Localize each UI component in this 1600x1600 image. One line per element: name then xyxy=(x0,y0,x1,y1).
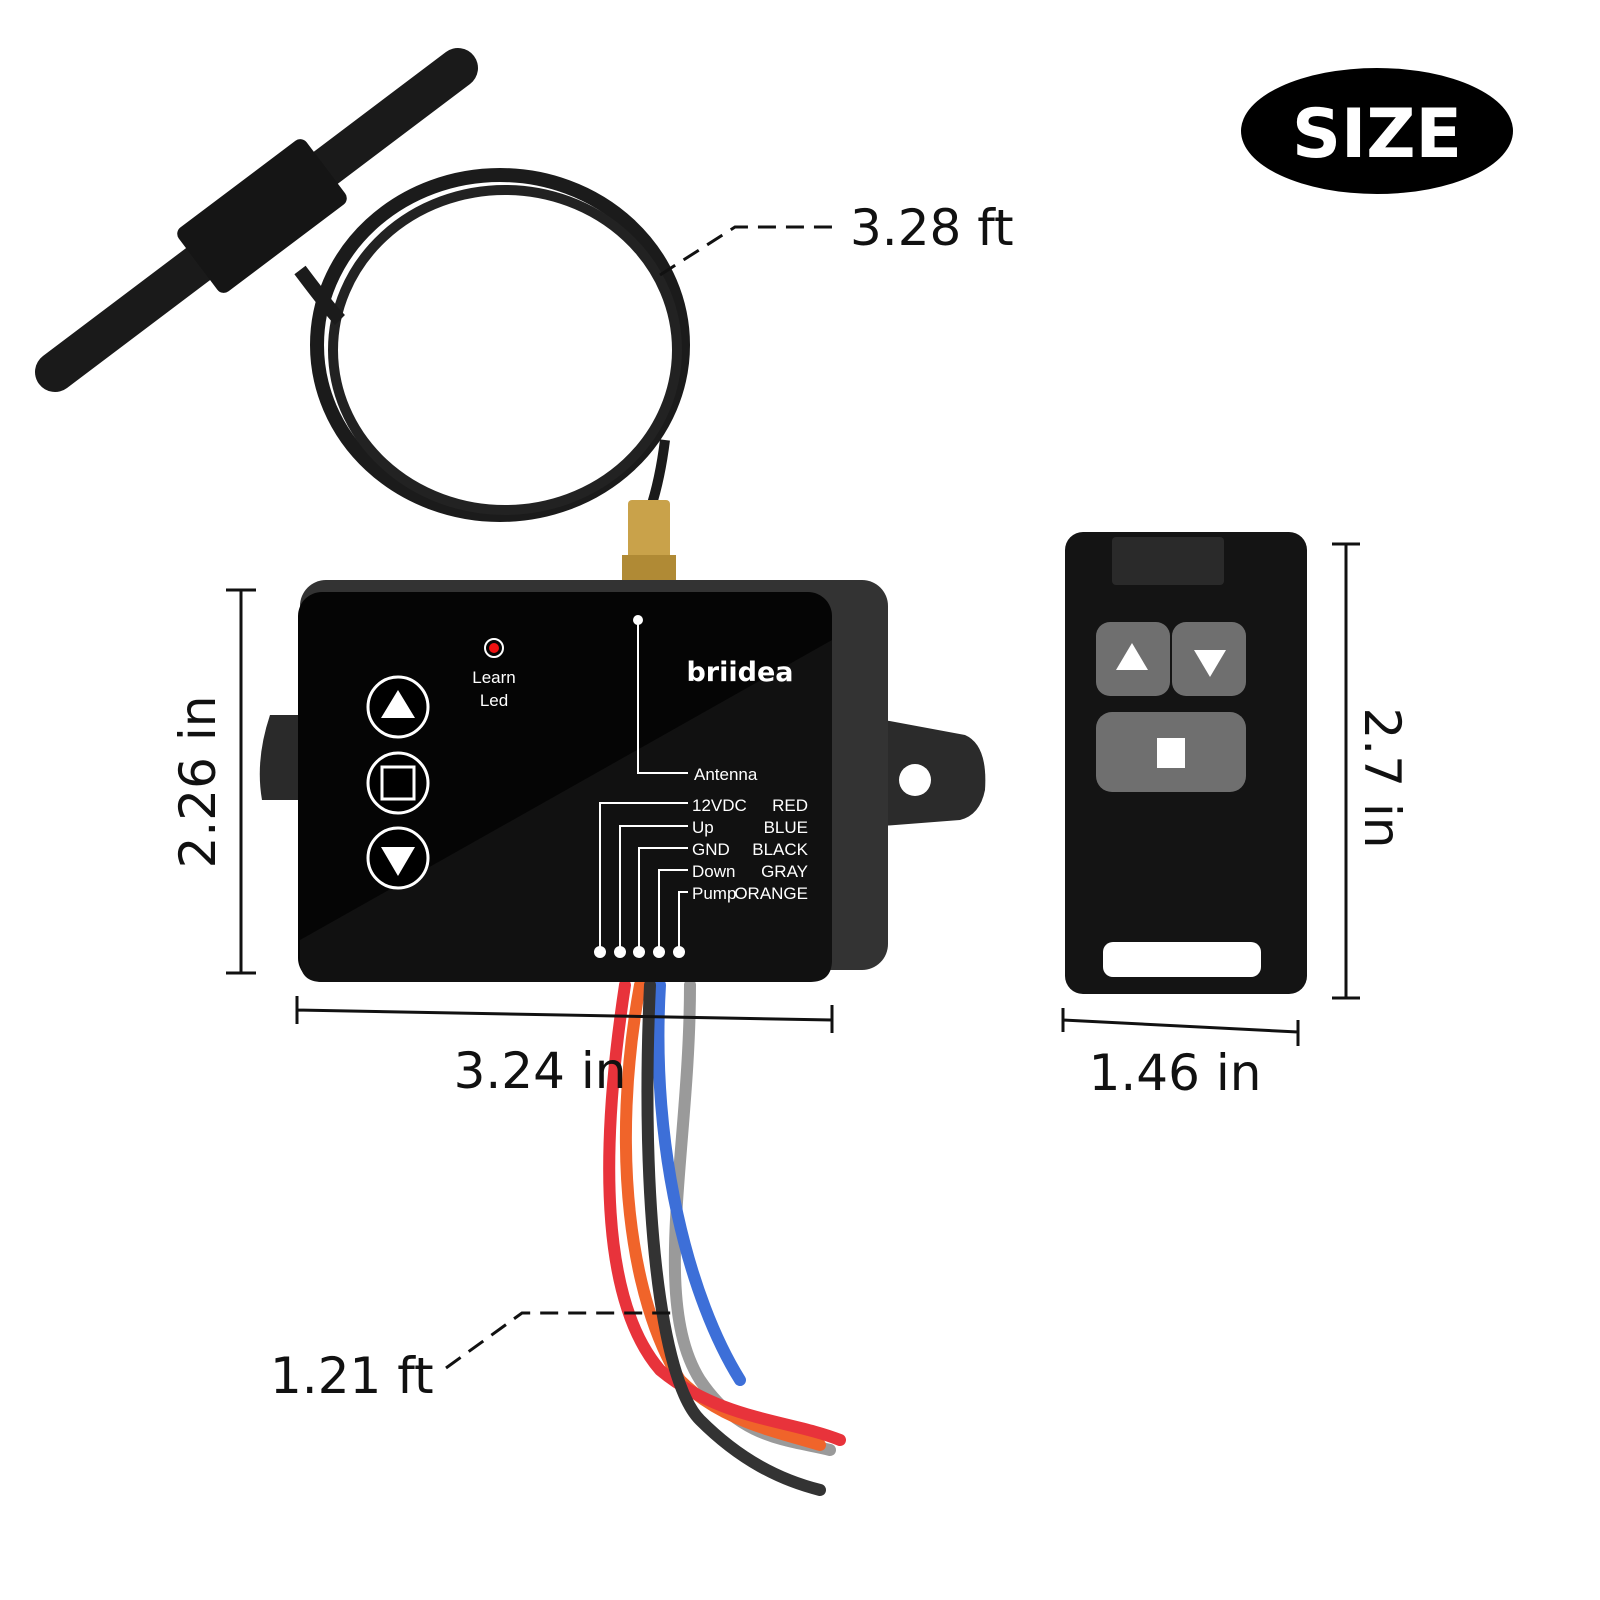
controller-module: Learn Led briidea Antenna 12VDC RED xyxy=(259,580,986,982)
brand-logo: briidea xyxy=(686,657,793,688)
wire-color: ORANGE xyxy=(734,884,808,903)
antenna-label: Antenna xyxy=(694,765,758,784)
up-arrow-icon xyxy=(381,690,415,718)
stop-button[interactable] xyxy=(366,751,430,815)
wire-name: Pump xyxy=(692,884,736,903)
wire-color: BLUE xyxy=(764,818,808,837)
wire-bundle xyxy=(603,979,846,1496)
size-badge-label: SIZE xyxy=(1292,95,1462,174)
learn-led-label: Learn xyxy=(472,668,515,687)
learn-led-label-2: Led xyxy=(480,691,508,710)
wire-length: 1.21 ft xyxy=(270,1347,434,1405)
remote-stop-button[interactable] xyxy=(1096,712,1246,792)
remote-down-button[interactable] xyxy=(1172,622,1246,696)
antenna-icon xyxy=(35,48,690,590)
down-button[interactable] xyxy=(366,826,430,890)
controller-height: 2.26 in xyxy=(169,696,227,869)
remote-height: 2.7 in xyxy=(1353,708,1411,849)
down-arrow-icon xyxy=(1194,650,1226,677)
up-arrow-icon xyxy=(1116,643,1148,670)
stop-square-icon xyxy=(1157,738,1185,768)
wire-legend: 12VDC RED Up BLUE GND BLACK Down GRAY Pu… xyxy=(692,796,809,903)
up-button[interactable] xyxy=(366,675,430,739)
wire-color: BLACK xyxy=(752,840,808,859)
wire-name: 12VDC xyxy=(692,796,747,815)
wire-name: Down xyxy=(692,862,735,881)
remote-width: 1.46 in xyxy=(1089,1044,1262,1102)
wire-color: RED xyxy=(772,796,808,815)
remote-control xyxy=(1065,532,1307,994)
wire-color: GRAY xyxy=(761,862,808,881)
antenna-cable-length: 3.28 ft xyxy=(850,199,1014,257)
wire-name: Up xyxy=(692,818,714,837)
controller-width: 3.24 in xyxy=(454,1042,627,1100)
stop-square-icon xyxy=(380,765,416,801)
wire-name: GND xyxy=(692,840,730,859)
down-arrow-icon xyxy=(381,847,415,876)
size-badge: SIZE xyxy=(1241,68,1513,194)
remote-up-button[interactable] xyxy=(1096,622,1170,696)
